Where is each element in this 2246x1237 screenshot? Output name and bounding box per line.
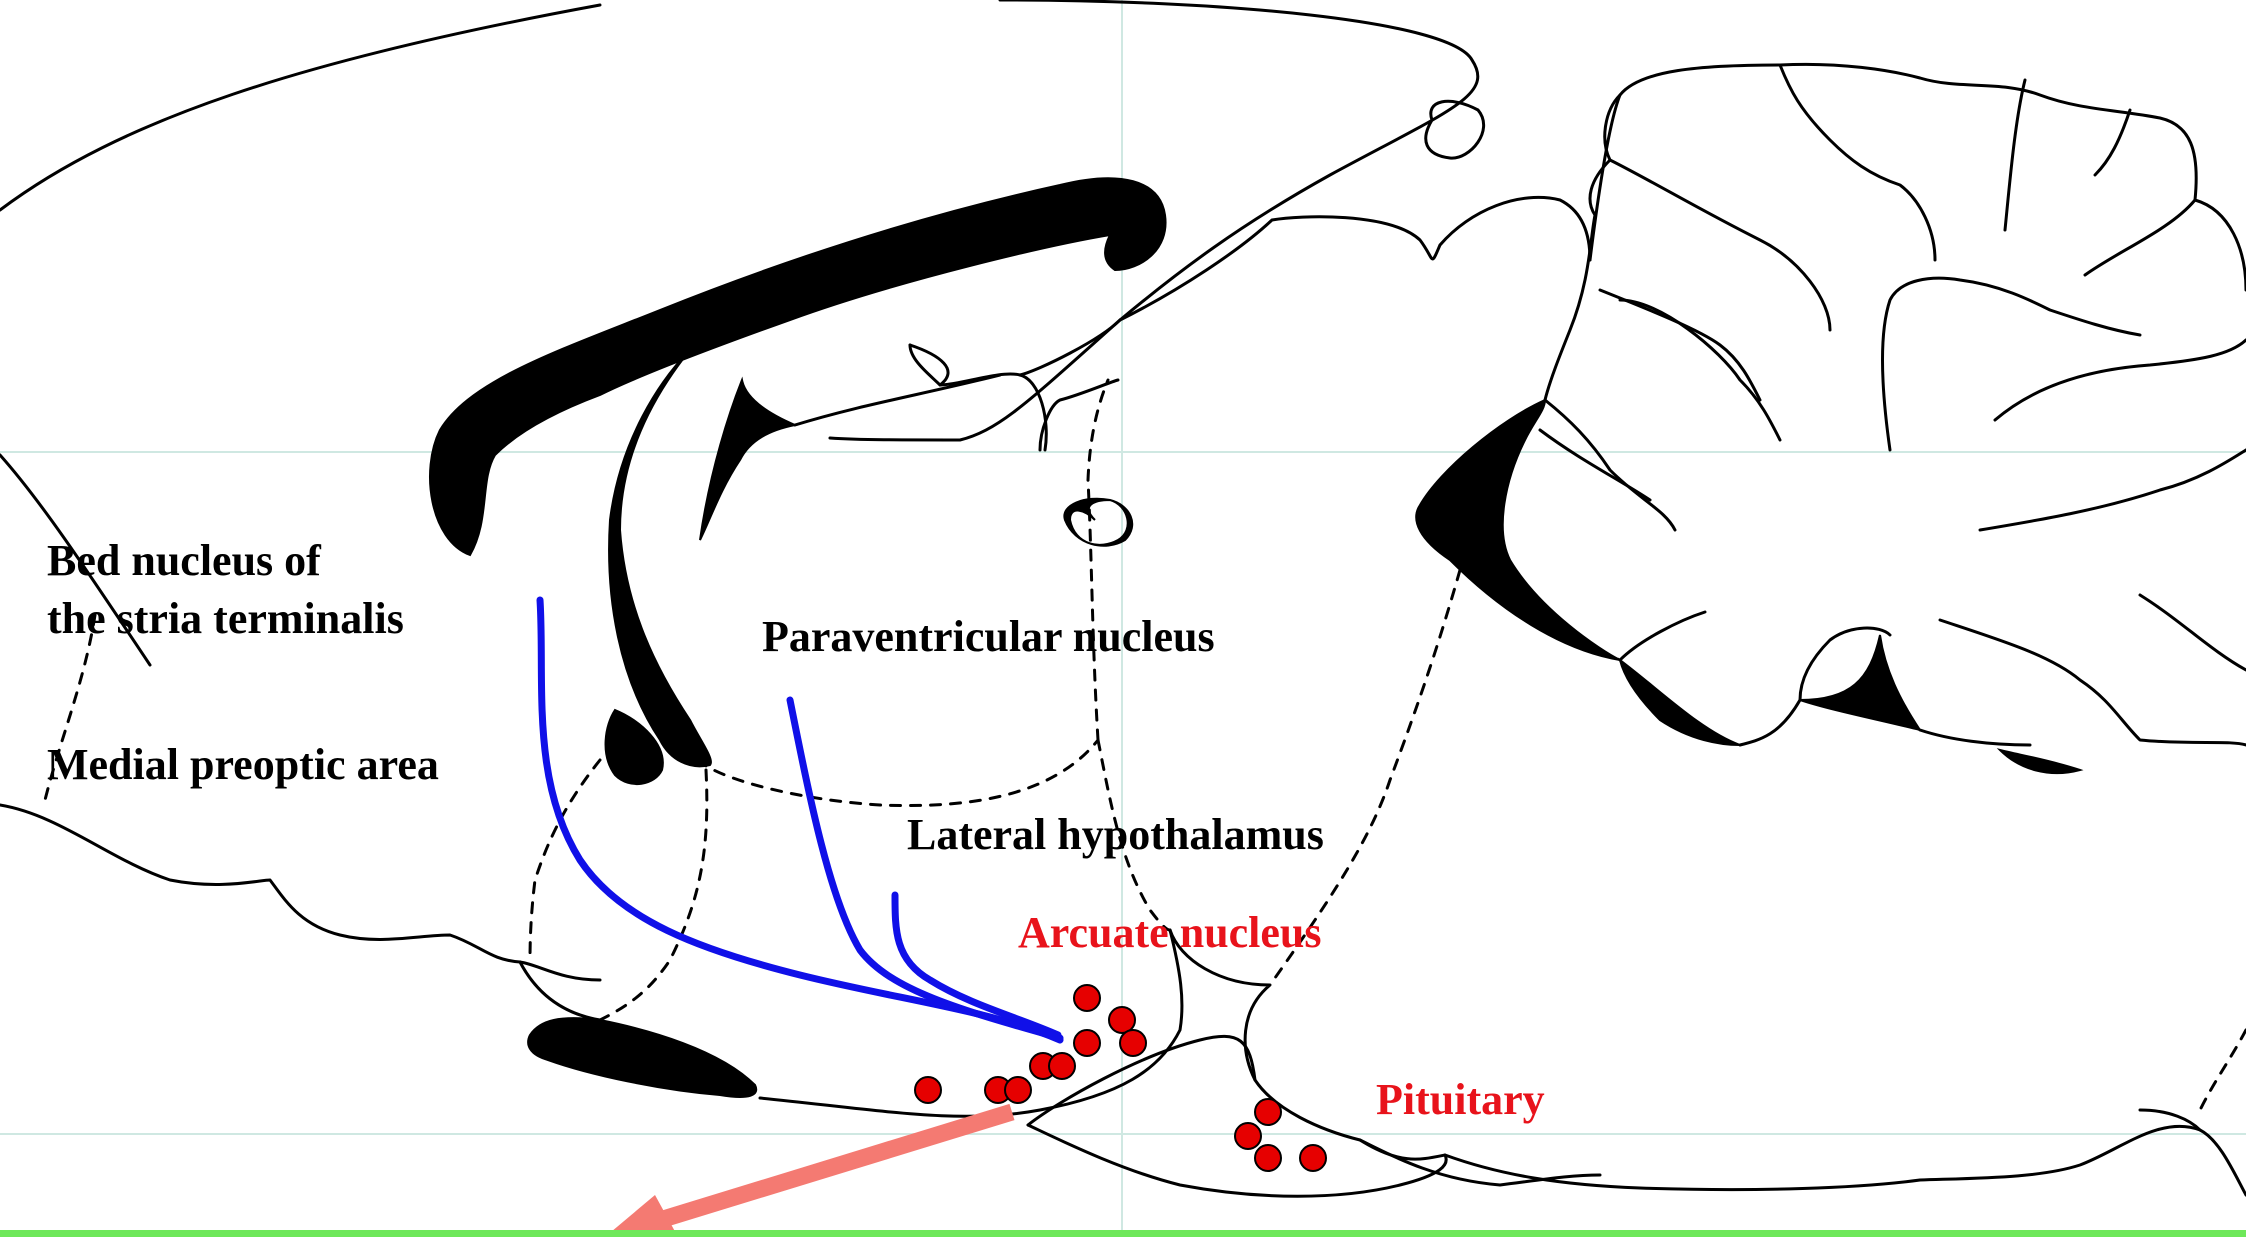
label-pvn: Paraventricular nucleus (762, 612, 1215, 661)
label-lh: Lateral hypothalamus (907, 810, 1324, 859)
label-mpoa: Medial preoptic area (47, 740, 439, 789)
red-dot-icon (1109, 1007, 1135, 1033)
red-dot-icon (1300, 1145, 1326, 1171)
arrow-icon (605, 1112, 1012, 1237)
red-dot-icon (1255, 1099, 1281, 1125)
red-dot-icon (1074, 1030, 1100, 1056)
bottom-bar (0, 1230, 2246, 1237)
label-pituitary: Pituitary (1376, 1075, 1545, 1124)
red-dot-icon (1005, 1077, 1031, 1103)
label-bnst-line2: the stria terminalis (47, 594, 404, 643)
red-dot-icon (1049, 1053, 1075, 1079)
red-dot-icon (1235, 1123, 1261, 1149)
label-bnst-line1: Bed nucleus of (47, 536, 322, 585)
red-dot-icon (1120, 1030, 1146, 1056)
red-dot-icon (915, 1077, 941, 1103)
region-labels: Bed nucleus of the stria terminalis Medi… (47, 536, 1545, 1124)
cerebellum-outline (1540, 64, 2246, 745)
red-dot-icon (1074, 985, 1100, 1011)
label-arc: Arcuate nucleus (1018, 908, 1322, 957)
red-dot-icon (1255, 1145, 1281, 1171)
